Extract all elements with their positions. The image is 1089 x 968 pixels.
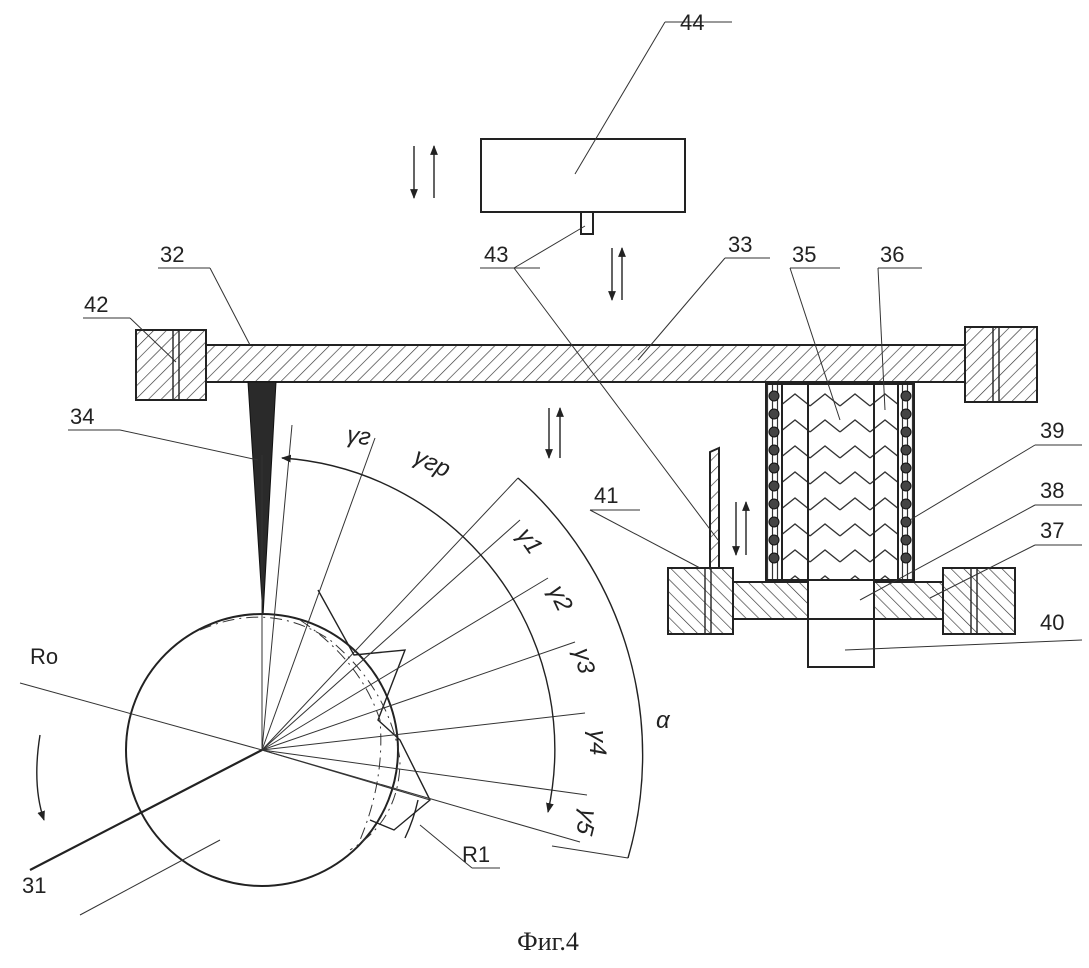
angle-label-g1: γ1 <box>511 523 548 559</box>
label-35: 35 <box>792 242 816 267</box>
label-37: 37 <box>1040 518 1064 543</box>
angle-label-g3: γ3 <box>568 646 600 677</box>
label-r1: R1 <box>462 842 490 867</box>
label-42: 42 <box>84 292 108 317</box>
angle-label-g4: γ4 <box>584 730 611 755</box>
label-ro: Ro <box>30 644 58 669</box>
label-32: 32 <box>160 242 184 267</box>
label-33: 33 <box>728 232 752 257</box>
label-39: 39 <box>1040 418 1064 443</box>
label-38: 38 <box>1040 478 1064 503</box>
label-36: 36 <box>880 242 904 267</box>
label-43: 43 <box>484 242 508 267</box>
actuator-44 <box>481 22 732 234</box>
angle-label-g5: γ5 <box>570 807 602 839</box>
angle-label-g-rp: γгр <box>409 443 454 483</box>
electromagnet-assembly <box>668 384 1015 667</box>
label-41: 41 <box>594 483 618 508</box>
label-40: 40 <box>1040 610 1064 635</box>
label-31: 31 <box>22 873 46 898</box>
figure-caption: Фиг.4 <box>517 927 579 956</box>
label-44: 44 <box>680 10 704 35</box>
angle-label-g-r: γг <box>345 421 373 451</box>
angle-label-g2: γ2 <box>543 581 578 615</box>
label-34: 34 <box>70 404 94 429</box>
feeler-tip-43 <box>581 212 593 234</box>
angle-label-alpha: α <box>656 707 671 734</box>
